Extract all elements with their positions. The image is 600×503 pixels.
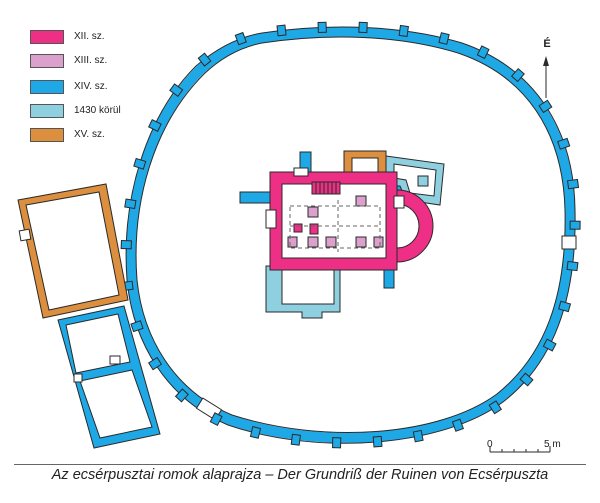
legend-swatch-1430 (30, 104, 64, 118)
wall-buttress (538, 99, 553, 114)
wall-buttress (358, 21, 368, 34)
west-room-gap-2 (109, 355, 121, 365)
wall-buttress (412, 429, 424, 443)
legend-swatch-12c (30, 30, 64, 44)
wall-buttress (558, 300, 572, 313)
west-building-gap (18, 228, 32, 242)
wall-buttress (317, 21, 327, 34)
wall-gap-east (561, 235, 577, 250)
legend-label-15c: XV. sz. (74, 129, 105, 140)
wall-buttress (542, 338, 557, 352)
wall-buttress (332, 437, 342, 449)
enclosure-wall (120, 21, 581, 449)
wall-buttress (567, 178, 580, 190)
wall-buttress (569, 220, 581, 230)
wall-buttress (557, 137, 571, 150)
wall-buttress (209, 412, 223, 427)
legend-label-1430: 1430 körül (74, 105, 121, 116)
wall-buttress (276, 24, 287, 37)
wall-buttress (510, 67, 525, 83)
core-1430-south-inner (281, 269, 335, 305)
north-label: É (543, 38, 551, 50)
core-apse-gap (393, 195, 405, 209)
core-12c-apse (396, 189, 434, 263)
wall-buttress (169, 83, 184, 98)
core-stairs (311, 181, 341, 195)
wall-buttress (174, 388, 189, 403)
central-complex (239, 150, 445, 319)
scale-label-zero: 0 (487, 439, 493, 450)
core-12c-piers (293, 223, 319, 235)
wall-buttress (398, 24, 409, 38)
core-north-door (293, 167, 309, 177)
west-annex (17, 183, 161, 449)
wall-buttress (249, 426, 262, 439)
core-west-door (265, 209, 277, 229)
legend-label-14c: XIV. sz. (74, 81, 108, 92)
legend-swatch-15c (30, 128, 64, 142)
wall-buttress (372, 435, 383, 448)
legend-label-13c: XIII. sz. (74, 55, 108, 66)
wall-buttress (476, 45, 490, 60)
core-1430-ne-notch (417, 175, 429, 187)
legend-label-12c: XII. sz. (74, 31, 105, 42)
scale-bar (489, 446, 551, 453)
caption: Az ecsérpusztai romok alaprajza – Der Gr… (51, 467, 549, 483)
wall-buttress (133, 157, 147, 170)
west-building-15c-inner (25, 191, 120, 311)
wall-buttress (197, 52, 212, 67)
scale-label-max: 5 m (544, 439, 561, 450)
wall-buttresses (120, 21, 581, 449)
wall-buttress (438, 32, 450, 45)
legend-swatch-14c (30, 80, 64, 94)
wall-buttress (290, 433, 301, 446)
wall-buttress (488, 400, 503, 415)
wall-buttress (234, 31, 247, 46)
wall-buttress (566, 260, 579, 272)
wall-buttress (451, 418, 465, 432)
north-arrow (543, 56, 549, 98)
wall-buttress (124, 198, 137, 210)
west-room-2 (79, 369, 153, 439)
enclosure-wall-inner-outline (135, 36, 566, 434)
wall-buttress (519, 372, 534, 387)
core-13c-piers (287, 195, 384, 248)
core-dashed-lines (289, 200, 381, 252)
wall-buttress (148, 356, 163, 371)
wall-buttress (130, 320, 144, 333)
caption-divider (14, 464, 586, 465)
west-room-gap (73, 373, 83, 383)
wall-buttress (120, 239, 132, 250)
legend-swatch-13c (30, 54, 64, 68)
wall-buttress (147, 119, 162, 132)
